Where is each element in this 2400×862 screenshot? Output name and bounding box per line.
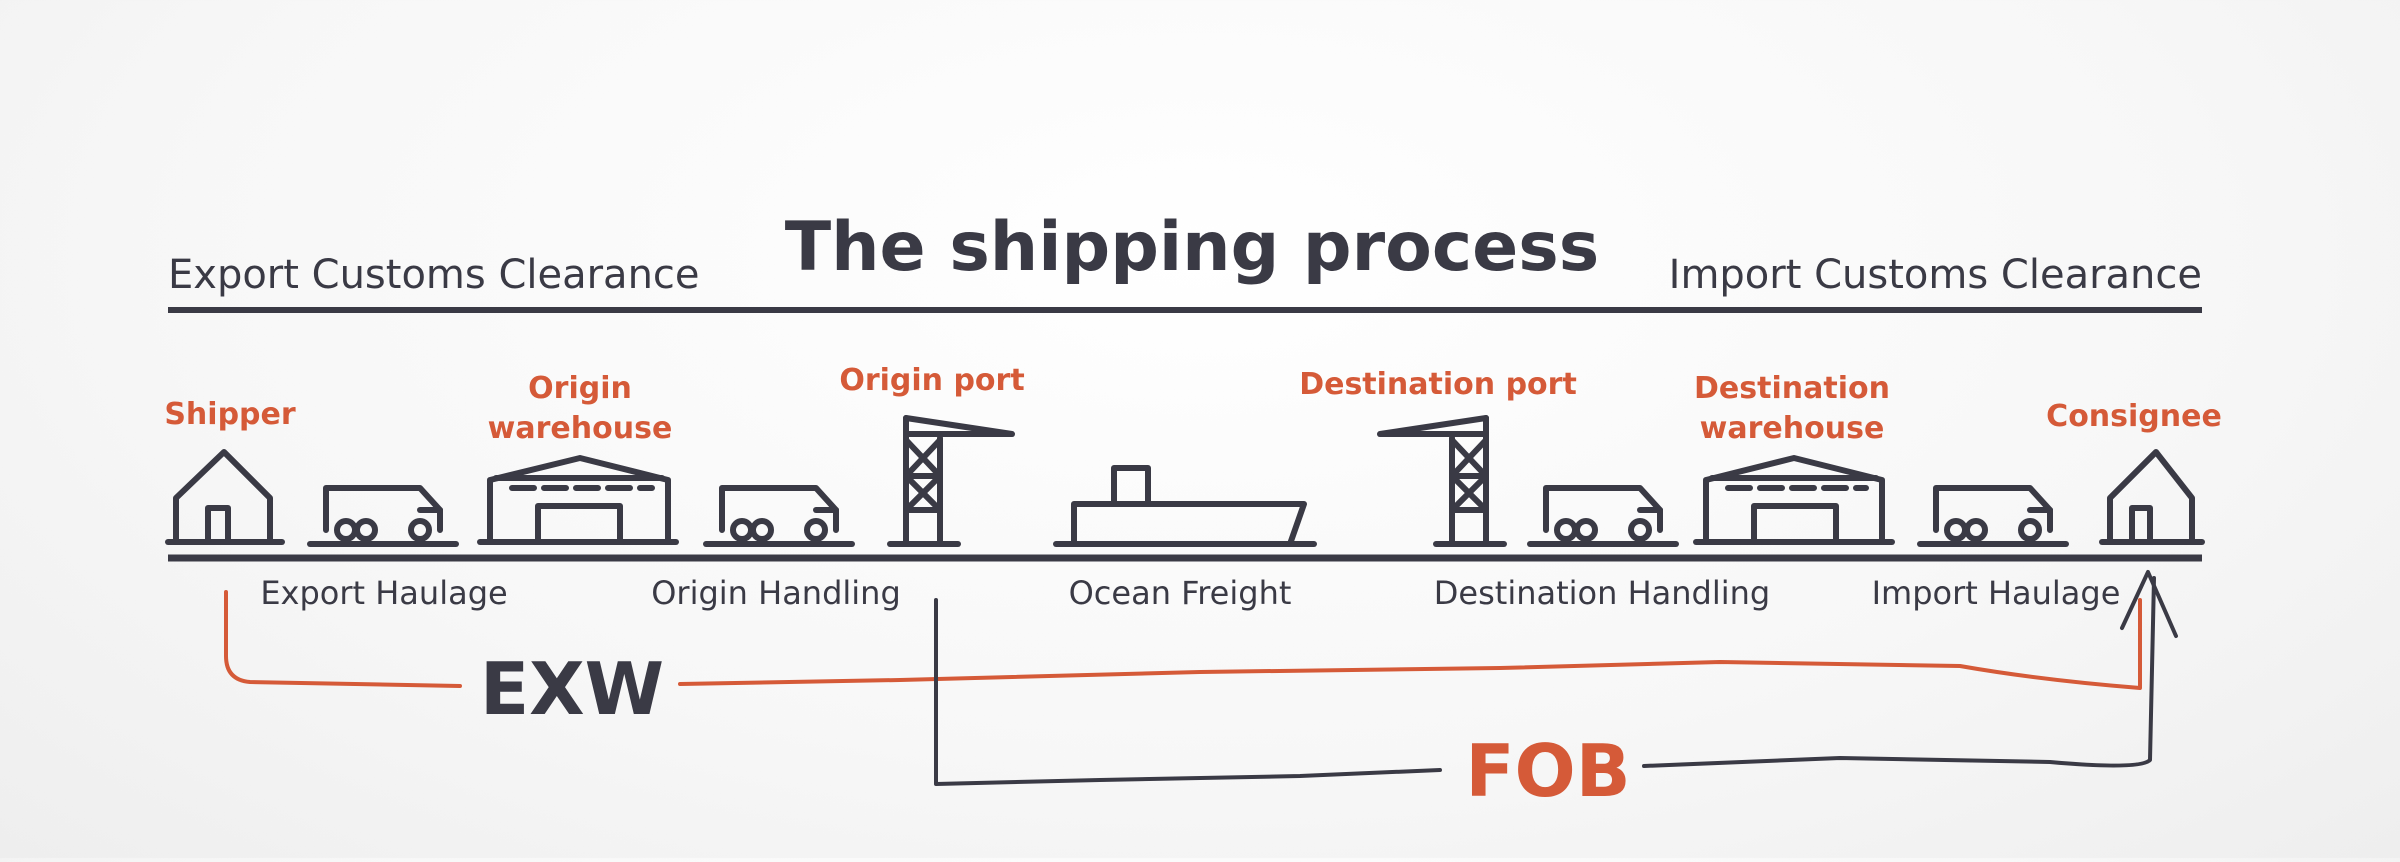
- node-label-destination-warehouse-2: warehouse: [1700, 411, 1885, 446]
- stage-label-export-haulage: Export Haulage: [260, 574, 507, 612]
- house-icon: [2099, 449, 2205, 545]
- exw-bracket: [224, 590, 462, 688]
- node-label-consignee: Consignee: [2046, 399, 2222, 434]
- diagram-title: The shipping process: [785, 208, 1600, 287]
- fob-bracket: [934, 598, 1442, 786]
- node-label-destination-port: Destination port: [1299, 367, 1577, 402]
- truck-icon: [1527, 485, 1679, 547]
- node-label-origin-warehouse-1: Origin: [528, 371, 632, 406]
- node-label-origin-port: Origin port: [839, 363, 1024, 398]
- exw-bracket-right: [678, 598, 2142, 690]
- fob-bracket-right: [1642, 576, 2156, 768]
- exw-label: EXW: [480, 647, 664, 731]
- house-icon: [165, 449, 285, 545]
- truck-icon: [703, 485, 855, 547]
- crane-icon: [1377, 415, 1507, 547]
- truck-icon: [1917, 485, 2069, 547]
- export-customs-label: Export Customs Clearance: [168, 252, 700, 298]
- node-label-shipper: Shipper: [164, 397, 296, 432]
- warehouse-icon: [1693, 455, 1895, 545]
- stage-label-origin-handling: Origin Handling: [651, 574, 901, 612]
- stage-label-destination-handling: Destination Handling: [1434, 574, 1770, 612]
- stage-label-import-haulage: Import Haulage: [1872, 574, 2121, 612]
- fob-label: FOB: [1465, 729, 1630, 813]
- ship-icon: [1053, 465, 1317, 547]
- stage-label-ocean-freight: Ocean Freight: [1069, 574, 1292, 612]
- node-label-destination-warehouse-1: Destination: [1694, 371, 1890, 406]
- crane-icon: [887, 415, 1015, 547]
- fob-arrowhead: [2120, 570, 2178, 638]
- import-customs-label: Import Customs Clearance: [1669, 252, 2202, 298]
- node-label-origin-warehouse-2: warehouse: [488, 411, 673, 446]
- truck-icon: [307, 485, 459, 547]
- warehouse-icon: [477, 455, 679, 545]
